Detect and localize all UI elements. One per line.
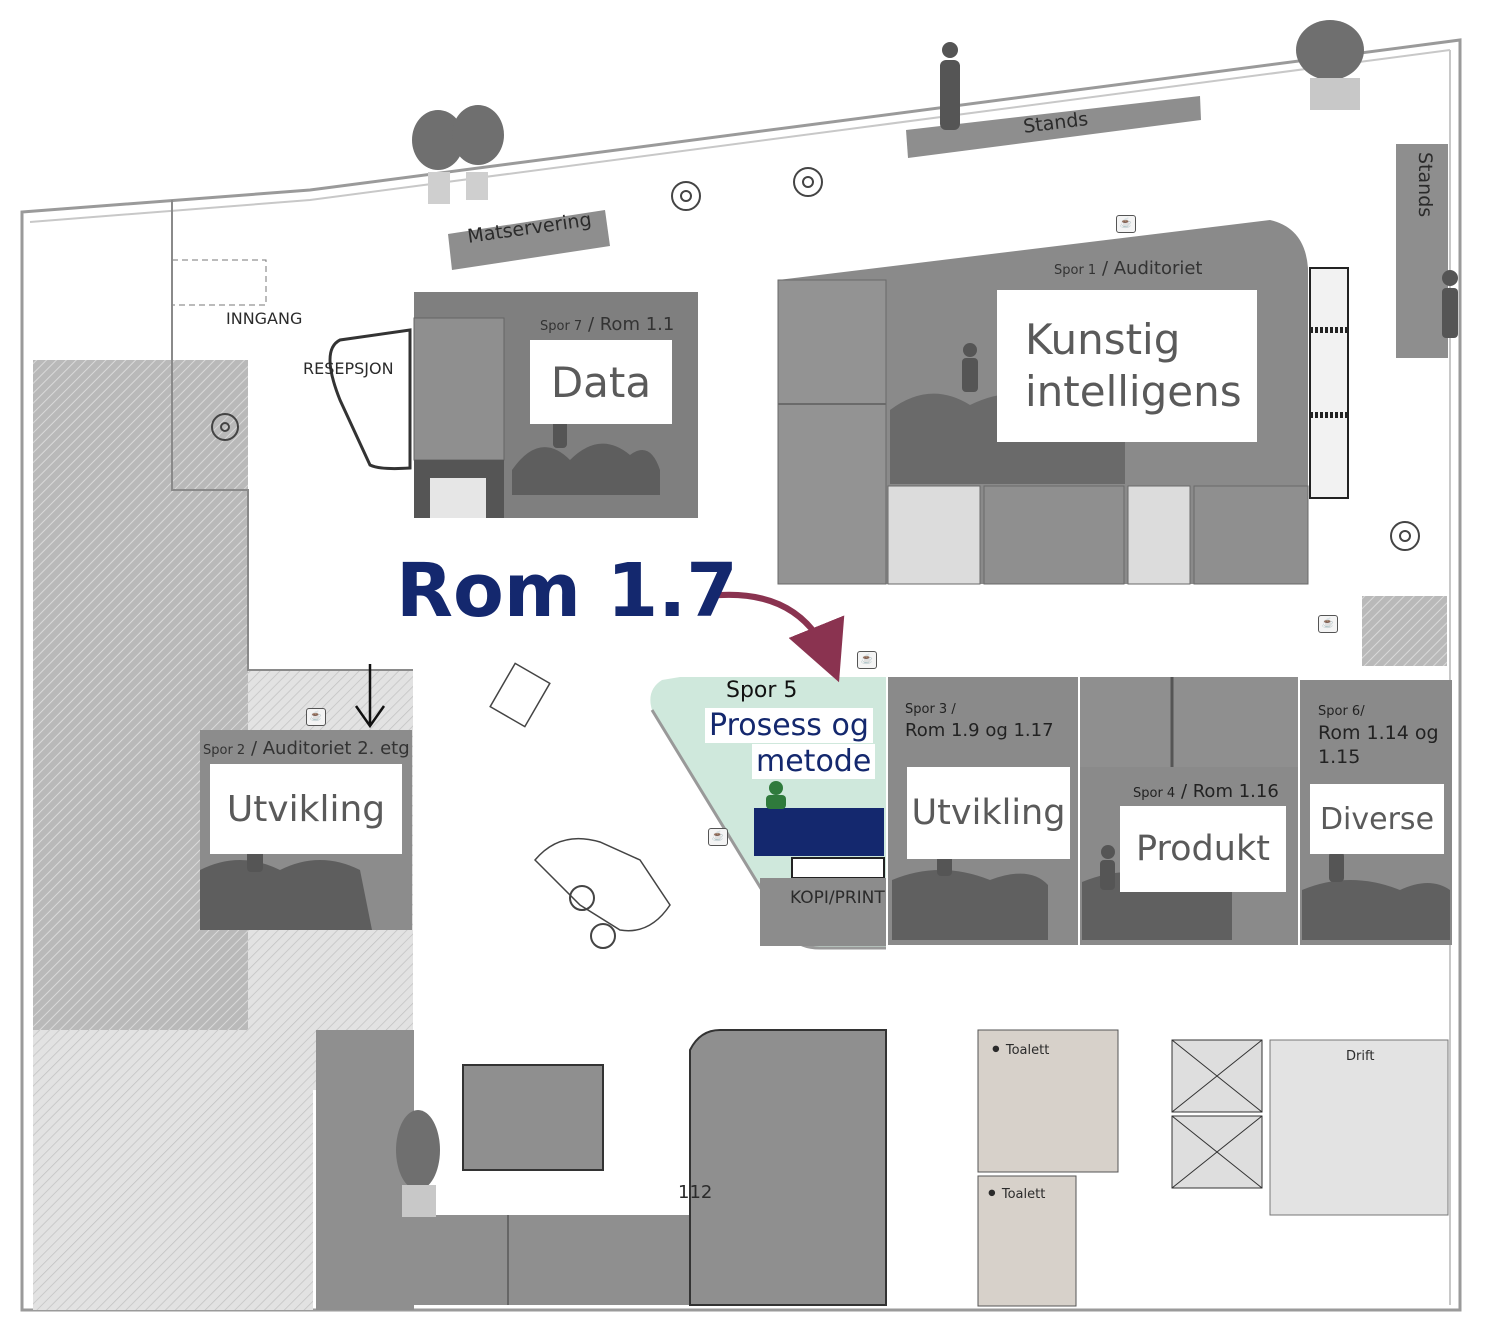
person-icon: ⚫ xyxy=(986,1186,998,1202)
spor7-room: Rom 1.1 xyxy=(599,314,675,335)
coffee-cup-icon: ☕ xyxy=(306,708,326,726)
coffee-cup-icon: ☕ xyxy=(1318,615,1338,633)
spor2-room: Auditoriet 2. etg xyxy=(262,738,410,759)
spor7-topic-box: Data xyxy=(530,340,672,424)
kopi-print-label: KOPI/PRINT xyxy=(790,888,885,908)
stands-right-block xyxy=(1396,144,1448,358)
person-icon: ⚫ xyxy=(990,1042,1002,1058)
spor4-room: Rom 1.16 xyxy=(1192,781,1279,802)
toalett-1: ⚫ Toalett xyxy=(990,1042,1049,1058)
spor6-room-line1: Rom 1.14 og xyxy=(1318,722,1439,744)
spor3-room: Rom 1.9 og 1.17 xyxy=(905,720,1054,741)
room-112-label: 112 xyxy=(678,1182,713,1203)
spor7-header: Spor 7 / Rom 1.1 xyxy=(540,314,675,335)
callout-arrow xyxy=(707,591,845,683)
spor4-topic: Produkt xyxy=(1136,829,1270,869)
spor4-topic-box: Produkt xyxy=(1120,806,1286,892)
spor1-room: Auditoriet xyxy=(1113,258,1203,279)
plant-icon xyxy=(396,20,1364,1217)
stands-right-label: Stands xyxy=(1414,152,1436,218)
spor3-topic: Utvikling xyxy=(911,793,1066,833)
coffee-cup-icon: ☕ xyxy=(1116,215,1136,233)
toalett-2: ⚫ Toalett xyxy=(986,1186,1045,1202)
spor6-topic-box: Diverse xyxy=(1310,784,1444,854)
spor7-track: Spor 7 xyxy=(540,319,583,334)
spor6-topic: Diverse xyxy=(1319,801,1435,837)
coffee-cup-icon: ☕ xyxy=(857,651,877,669)
coffee-cup-icon: ☕ xyxy=(708,828,728,846)
spor2-topic-box: Utvikling xyxy=(210,764,402,854)
spor7-topic: Data xyxy=(550,357,652,407)
spor1-track: Spor 1 xyxy=(1054,263,1097,278)
spor1-topic: Kunstig intelligens xyxy=(1025,315,1242,416)
stairs-down-arrow xyxy=(354,664,386,729)
spor5-topic-line1: Prosess og xyxy=(705,708,873,743)
spor3-track: Spor 3 / xyxy=(905,702,956,717)
spor5-track: Spor 5 xyxy=(726,678,798,703)
toalett-2-label: Toalett xyxy=(1001,1187,1046,1202)
matservering-block xyxy=(448,210,610,270)
spor2-track: Spor 2 xyxy=(203,743,246,758)
spor6-track: Spor 6/ xyxy=(1318,704,1365,719)
resepsjon-label: RESEPSJON xyxy=(303,359,394,378)
outer-wall xyxy=(20,38,1462,1312)
toalett-1-label: Toalett xyxy=(1005,1043,1050,1058)
spor1-topic-box: Kunstig intelligens xyxy=(997,290,1257,442)
drift-label: Drift xyxy=(1346,1049,1375,1064)
spor3-topic-box: Utvikling xyxy=(907,767,1070,859)
stands-top-block xyxy=(906,96,1201,158)
spor6-room-line2: 1.15 xyxy=(1318,746,1361,768)
spor2-topic: Utvikling xyxy=(226,788,386,830)
spor5-topic-line2: metode xyxy=(752,744,876,779)
spor1-header: Spor 1 / Auditoriet xyxy=(1054,258,1203,279)
spor4-track: Spor 4 xyxy=(1133,786,1176,801)
spor4-header: Spor 4 / Rom 1.16 xyxy=(1133,781,1279,802)
spor2-header: Spor 2 / Auditoriet 2. etg xyxy=(203,738,410,759)
reception-desk xyxy=(328,328,412,471)
highlight-room-title: Rom 1.7 xyxy=(396,548,738,634)
inngang-label: INNGANG xyxy=(226,309,303,328)
round-table-icon xyxy=(211,167,1420,949)
